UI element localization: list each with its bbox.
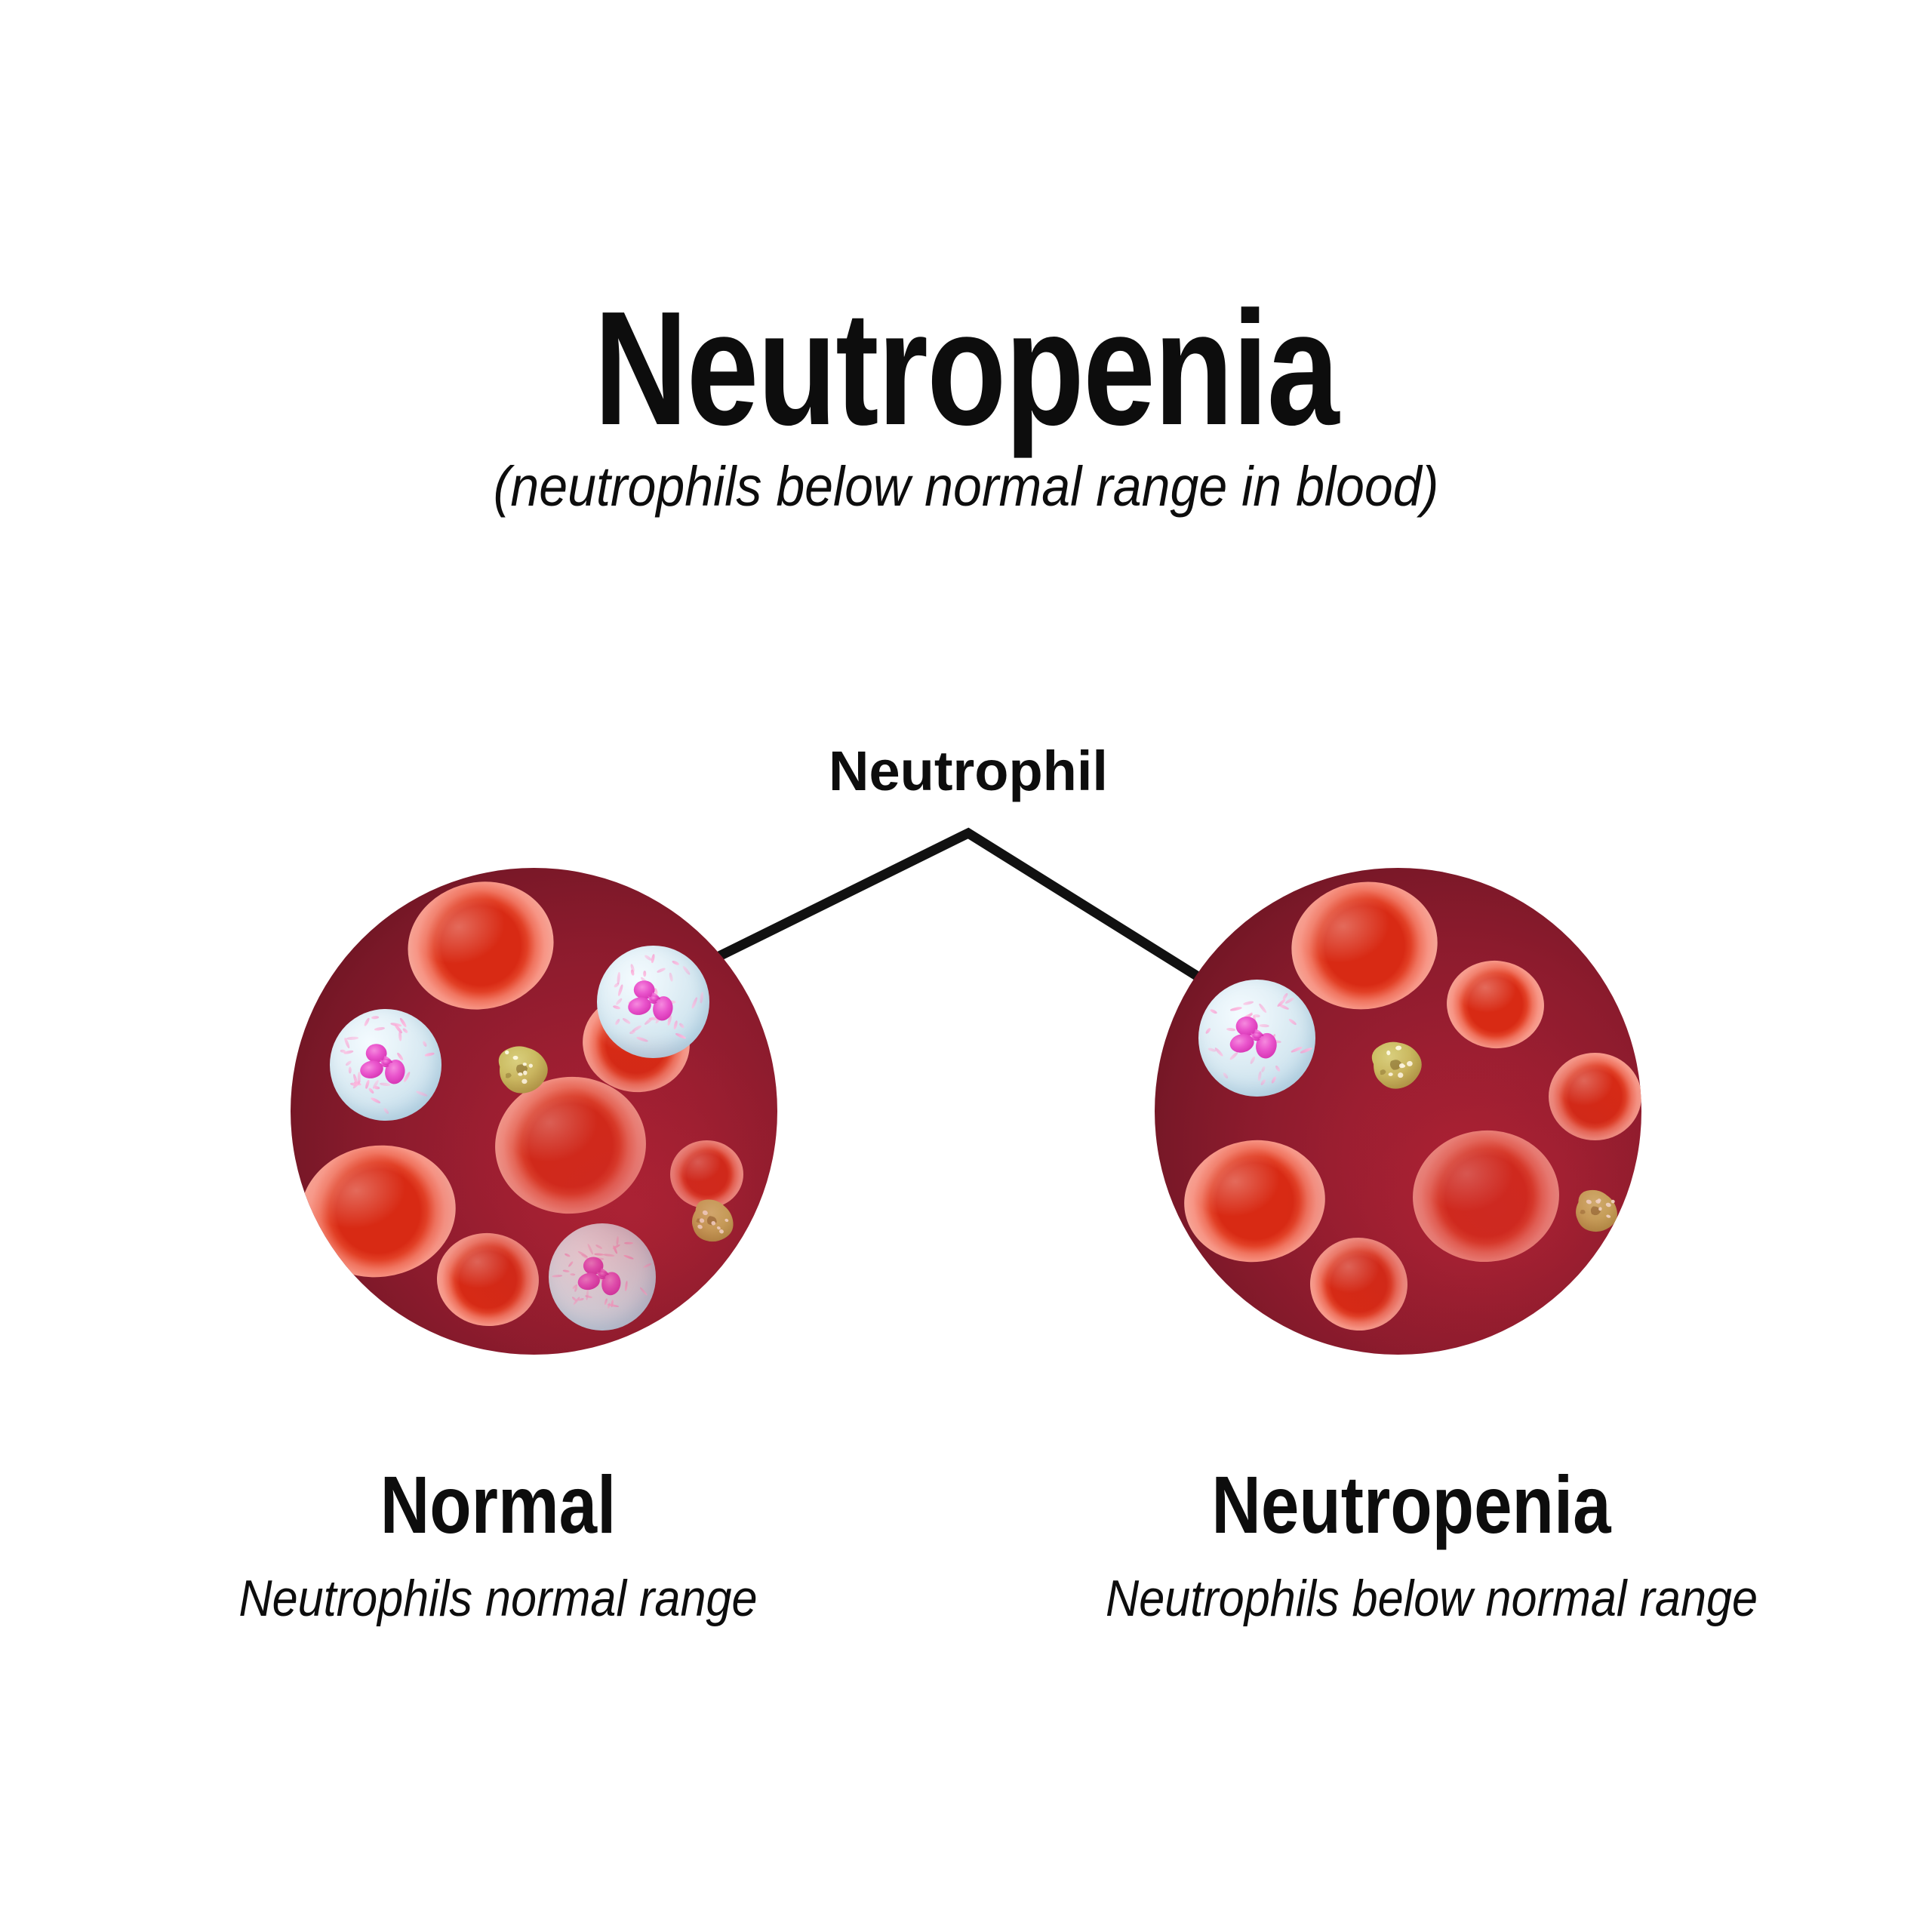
neutrophil-granule (422, 1040, 428, 1048)
neutrophil-granule (564, 1252, 571, 1257)
neutrophil-granule (1284, 996, 1294, 1004)
neutrophil-nucleus-shape (627, 980, 673, 1021)
platelet-shape (691, 1199, 734, 1241)
neutrophil-granule (638, 1286, 648, 1297)
page-subtitle: (neutrophils below normal range in blood… (493, 455, 1439, 518)
neutrophil-granule (615, 997, 623, 1005)
red-blood-cell (432, 1228, 543, 1331)
neutrophil-granule (551, 1274, 562, 1278)
blood-sample-normal (291, 868, 777, 1355)
neutrophil-nucleus (574, 1249, 630, 1305)
caption-neutropenia-subtitle: Neutrophils below normal range (1106, 1570, 1758, 1627)
neutrophil-granule (614, 1018, 620, 1026)
neutrophil-nucleus (356, 1036, 414, 1094)
red-blood-cell (1281, 870, 1447, 1021)
neutrophil-granule (1205, 1027, 1212, 1035)
neutrophil-granule (691, 996, 698, 1009)
neutrophil-granule (700, 991, 705, 1004)
neutrophil-granule (345, 1060, 352, 1067)
neutrophil-granule (675, 1032, 687, 1040)
platelet-cell (1555, 1171, 1635, 1251)
neutrophil-nucleus-shape (359, 1044, 405, 1084)
platelet-shape (1575, 1189, 1617, 1232)
platelet-shape (498, 1046, 548, 1094)
platelet-cell (485, 1033, 558, 1106)
neutrophil-granule (623, 1241, 634, 1244)
neutrophil-granule (371, 1015, 380, 1019)
red-blood-cell (1408, 1125, 1564, 1267)
neutrophil-nucleus-shape (1230, 1016, 1278, 1059)
red-blood-cell (1177, 1132, 1332, 1271)
neutrophil-granule (1257, 1071, 1263, 1081)
neutrophil-granule (363, 1017, 371, 1027)
neutrophil-granule (635, 1035, 648, 1042)
page-title: Neutropenia (594, 277, 1339, 459)
red-blood-cell (1549, 1053, 1641, 1141)
neutrophil-granule (617, 983, 624, 996)
neutrophil-granule (1214, 1047, 1224, 1057)
neutrophil-granule (561, 1269, 570, 1273)
neutrophil-granule (424, 1051, 435, 1057)
neutrophil-granule (650, 953, 655, 964)
neutrophil-granule (401, 1028, 408, 1035)
caption-neutropenia: Neutropenia Neutrophils below normal ran… (1072, 1459, 1758, 1627)
neutrophil-nucleus (624, 973, 682, 1031)
neutrophil-callout-label: Neutrophil (829, 740, 1108, 802)
red-blood-cell (670, 1140, 743, 1209)
caption-normal: Normal Neutrophils normal range (158, 1459, 838, 1627)
neutrophil-granule (349, 1066, 352, 1074)
neutrophil-granule (1222, 1072, 1229, 1079)
leader-line-path (659, 827, 1247, 1009)
neutrophil-granule (374, 1026, 386, 1032)
neutrophil-granule (1287, 1017, 1297, 1026)
neutrophil-granule (1243, 1000, 1254, 1006)
neutrophil-nucleus-shape (577, 1257, 621, 1296)
platelet-shape (1371, 1041, 1422, 1089)
neutrophil-granule (1210, 1008, 1218, 1014)
neutrophil-granule (681, 965, 691, 976)
neutrophil-granule (383, 1107, 389, 1115)
blood-sample-neutropenia (1155, 868, 1641, 1355)
neutrophil-nucleus (1226, 1008, 1287, 1068)
caption-normal-title: Normal (380, 1459, 617, 1550)
platelet-cell (669, 1179, 753, 1263)
neutrophil-granule (1260, 1078, 1267, 1086)
neutrophil-cell (597, 946, 709, 1058)
neutrophil-cell (548, 1223, 656, 1331)
neutrophil-granule (371, 1097, 382, 1104)
red-blood-cell (395, 869, 565, 1023)
neutrophil-granule (671, 959, 680, 966)
caption-neutropenia-title: Neutropenia (1211, 1459, 1611, 1550)
neutrophil-cell (329, 1009, 441, 1121)
neutrophil-granule (642, 1262, 652, 1269)
neutrophil-cell (1198, 980, 1315, 1097)
caption-normal-subtitle: Neutrophils normal range (238, 1570, 758, 1627)
neutrophil-granule (613, 981, 620, 989)
red-blood-cell (1442, 955, 1549, 1054)
neutrophil-granule (613, 1005, 621, 1011)
red-blood-cell (1306, 1233, 1412, 1335)
neutrophil-granule (1270, 1076, 1277, 1084)
platelet-cell (1356, 1026, 1435, 1105)
neutrophil-granule (567, 1260, 574, 1268)
neutrophil-granule (415, 1090, 428, 1097)
